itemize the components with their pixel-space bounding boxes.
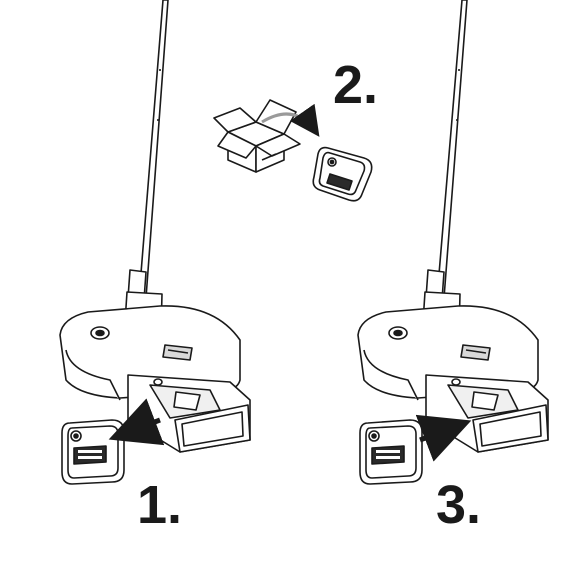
step-2-illustration xyxy=(213,99,373,202)
step-3-illustration xyxy=(357,0,549,485)
insert-arrow xyxy=(415,414,472,462)
vacuum-base-3 xyxy=(357,305,549,453)
step-2-number: 2. xyxy=(333,55,379,115)
step-1-number: 1. xyxy=(137,475,183,535)
filter-2 xyxy=(312,146,373,202)
filter-1 xyxy=(61,419,125,485)
open-box-icon xyxy=(213,99,301,173)
unbox-arrow xyxy=(261,103,320,137)
step-1-illustration xyxy=(59,0,251,485)
filter-3 xyxy=(359,419,423,485)
remove-arrow xyxy=(108,398,165,446)
step-3-number: 3. xyxy=(436,475,482,535)
